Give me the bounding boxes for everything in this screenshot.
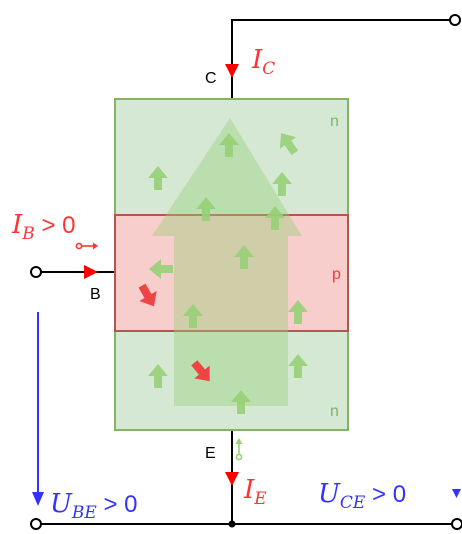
ce-terminal-node[interactable] xyxy=(451,518,462,530)
emitter-current-symbol: I xyxy=(243,475,255,505)
collector-current-symbol: I xyxy=(251,45,263,75)
base-electron-indicator xyxy=(75,242,98,250)
collector-region-label: n xyxy=(330,113,339,130)
base-emitter-voltage-arrow xyxy=(32,312,44,506)
collector-current-label: IC xyxy=(251,45,275,79)
base-terminal-node[interactable] xyxy=(30,266,42,278)
emitter-region xyxy=(114,330,349,431)
emitter-terminal-label: E xyxy=(205,445,216,462)
emitter-junction-dot xyxy=(228,520,236,528)
uce-subscript: CE xyxy=(340,493,366,513)
emitter-current-subscript: E xyxy=(253,489,267,509)
collector-emitter-voltage-label: UCE > 0 xyxy=(318,479,406,513)
collector-terminal-label: C xyxy=(205,70,217,87)
ube-subscript: BE xyxy=(71,503,97,523)
base-emitter-voltage-label: UBE > 0 xyxy=(50,489,138,523)
ube-condition: > 0 xyxy=(97,491,138,518)
base-region-label: p xyxy=(332,266,341,283)
base-current-condition: > 0 xyxy=(35,212,76,239)
base-current-arrow xyxy=(84,265,98,279)
emitter-electron-indicator xyxy=(235,438,243,461)
base-terminal-label: B xyxy=(90,286,101,303)
main-current-flow-arrow xyxy=(152,118,302,406)
collector-region xyxy=(114,98,349,216)
collector-terminal-node[interactable] xyxy=(449,14,461,26)
ube-symbol: U xyxy=(50,489,73,519)
emitter-region-label: n xyxy=(330,403,339,420)
current-arrows xyxy=(84,64,239,486)
uce-condition: > 0 xyxy=(365,481,406,508)
base-current-label: IB > 0 xyxy=(11,210,75,244)
emitter-current-label: IE xyxy=(243,475,267,509)
uce-symbol: U xyxy=(318,479,341,509)
base-current-symbol: I xyxy=(11,210,23,240)
collector-emitter-voltage-arrow xyxy=(452,489,461,498)
emitter-current-arrow xyxy=(225,472,239,486)
collector-current-arrow xyxy=(225,64,239,78)
collector-current-subscript: C xyxy=(262,59,275,79)
ground-terminal-node[interactable] xyxy=(30,518,42,530)
base-current-subscript: B xyxy=(21,224,35,244)
